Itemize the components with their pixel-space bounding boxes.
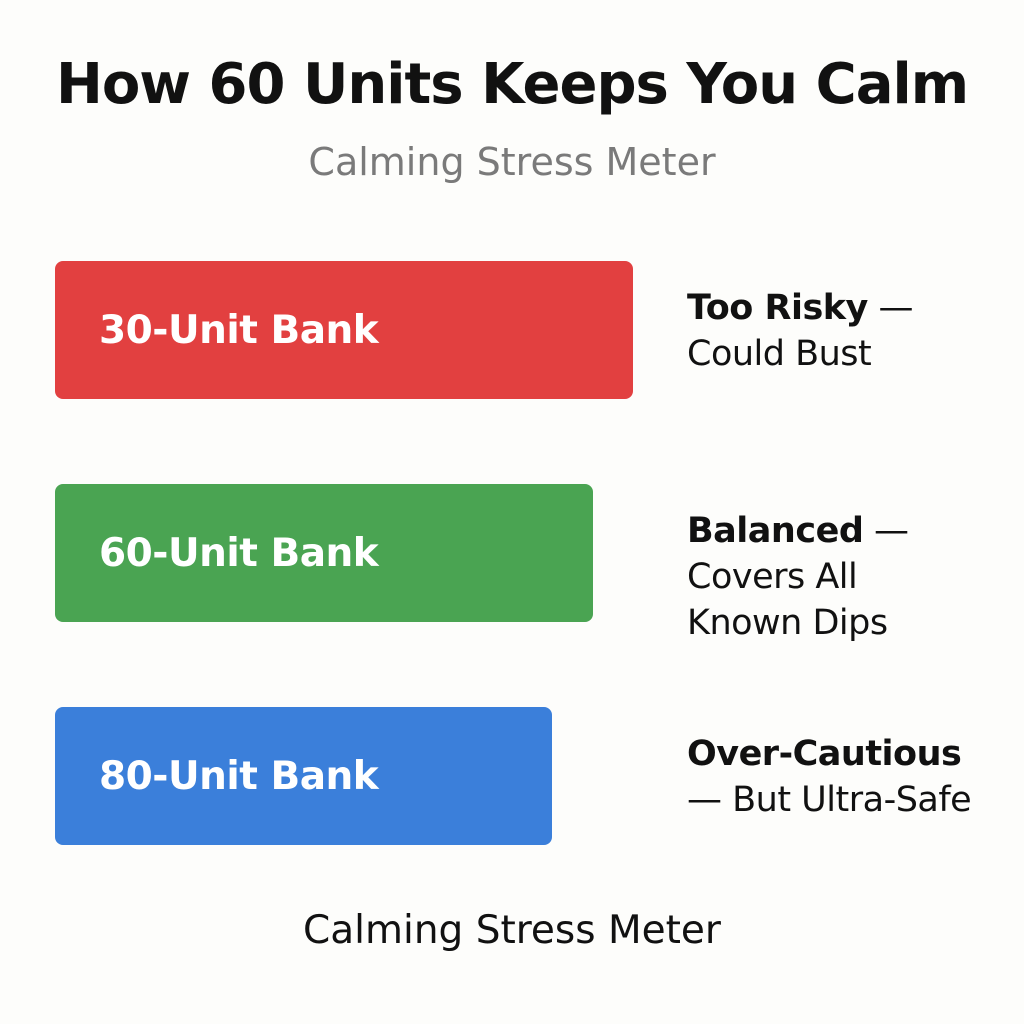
bank-label-60: 60-Unit Bank [99,530,379,576]
bank-label-80: 80-Unit Bank [99,753,379,799]
bank-verdict-dash-30: — [867,288,914,328]
bank-detail-30: Could Bust [687,334,872,374]
bank-verdict-30: Too Risky [687,288,868,328]
bank-verdict-80: Over-Cautious [687,734,962,774]
bank-bar-30: 30-Unit Bank [55,261,633,399]
bank-description-60: Balanced — Covers All Known Dips [687,508,947,646]
page-title: How 60 Units Keeps You Calm [55,52,969,117]
bank-bar-60: 60-Unit Bank [55,484,593,622]
bank-verdict-60: Balanced [687,511,864,551]
bank-detail-60: Covers All Known Dips [687,557,888,643]
bank-detail-80: — But Ultra-Safe [687,780,972,820]
bank-description-30: Too Risky — Could Bust [687,285,987,377]
bank-description-80: Over-Cautious — But Ultra-Safe [687,731,1007,823]
bank-bar-80: 80-Unit Bank [55,707,552,845]
bank-verdict-dash-60: — [863,511,909,551]
bank-label-30: 30-Unit Bank [99,307,379,353]
footer-caption: Calming Stress Meter [303,908,721,953]
page-subtitle: Calming Stress Meter [308,140,716,184]
